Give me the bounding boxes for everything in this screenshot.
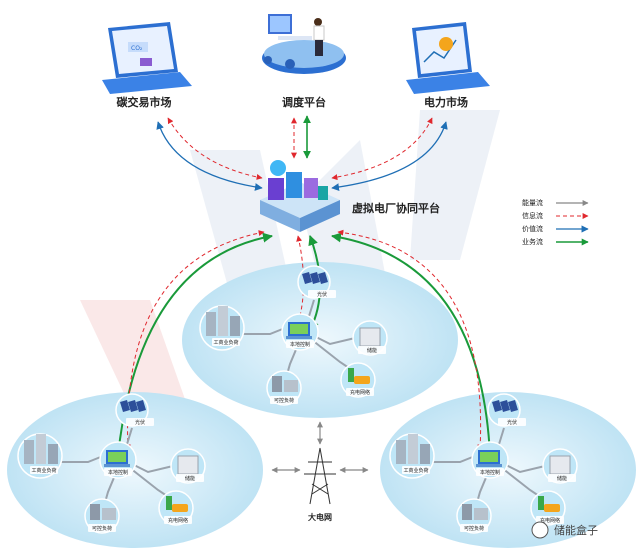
left-charging-label: 充电网络 — [168, 517, 188, 524]
legend-value-label: 价值流 — [522, 224, 543, 233]
center-controllable-label: 可控负荷 — [274, 397, 294, 404]
right-charging-label: 充电网络 — [540, 517, 560, 524]
dispatch-platform-label: 调度平台 — [282, 95, 326, 109]
power-market-label: 电力市场 — [424, 95, 468, 109]
carbon-screen-text: CO₂ — [131, 45, 143, 52]
legend-business-label: 业务流 — [522, 237, 543, 246]
center-charging-label: 充电网络 — [350, 389, 370, 396]
dispatch-station-icon — [262, 14, 346, 74]
right-pv-label: 光伏 — [507, 419, 517, 426]
info-flow-right — [337, 229, 484, 451]
center-pv-tag: 光伏 — [308, 290, 336, 298]
left-storage-tag: 储能 — [176, 474, 204, 482]
center-control-label: 本地控制 — [290, 341, 310, 348]
center-industrial-label: 工商业负荷 — [213, 339, 238, 346]
right-charging-tag: 充电网络 — [536, 516, 564, 524]
right-storage-tag: 储能 — [548, 474, 576, 482]
left-control-label: 本地控制 — [108, 469, 128, 476]
legend-info-label: 信息流 — [522, 211, 543, 220]
center-storage-tag: 储能 — [358, 346, 386, 354]
center-controllable-tag: 可控负荷 — [270, 396, 298, 404]
info-flow-carbon — [167, 117, 263, 180]
left-industrial-tag: 工商业负荷 — [30, 466, 58, 474]
left-storage-label: 储能 — [185, 475, 195, 482]
left-controllable-tag: 可控负荷 — [88, 524, 116, 532]
right-control-tag: 本地控制 — [476, 468, 504, 476]
right-storage-label: 储能 — [557, 475, 567, 482]
grid-label: 大电网 — [308, 512, 332, 522]
left-industrial-label: 工商业负荷 — [31, 467, 56, 474]
right-industrial-label: 工商业负荷 — [403, 467, 428, 474]
right-control-label: 本地控制 — [480, 469, 500, 476]
watermark: 储能盒子 — [531, 521, 598, 539]
power-laptop-icon — [406, 22, 490, 94]
legend-energy-label: 能量流 — [522, 198, 543, 207]
center-charging-tag: 充电网络 — [346, 388, 374, 396]
vpp-platform-icon — [260, 160, 340, 232]
left-pv-tag: 光伏 — [126, 418, 154, 426]
center-pv-label: 光伏 — [317, 291, 327, 298]
left-controllable-label: 可控负荷 — [92, 525, 112, 532]
carbon-laptop-icon: CO₂ — [102, 22, 192, 94]
right-pv-tag: 光伏 — [498, 418, 526, 426]
legend: 能量流 信息流 价值流 业务流 — [522, 198, 589, 246]
watermark-text: 储能盒子 — [554, 523, 598, 537]
right-industrial-tag: 工商业负荷 — [402, 466, 430, 474]
center-industrial-tag: 工商业负荷 — [212, 338, 240, 346]
carbon-market-label: 碳交易市场 — [117, 95, 172, 109]
left-control-tag: 本地控制 — [104, 468, 132, 476]
center-control-tag: 本地控制 — [286, 340, 314, 348]
left-charging-tag: 充电网络 — [164, 516, 192, 524]
power-tower-icon — [304, 447, 336, 505]
center-storage-label: 储能 — [367, 347, 377, 354]
right-controllable-label: 可控负荷 — [464, 525, 484, 532]
left-pv-label: 光伏 — [135, 419, 145, 426]
vpp-platform-label: 虚拟电厂协同平台 — [352, 201, 440, 215]
right-controllable-tag: 可控负荷 — [460, 524, 488, 532]
